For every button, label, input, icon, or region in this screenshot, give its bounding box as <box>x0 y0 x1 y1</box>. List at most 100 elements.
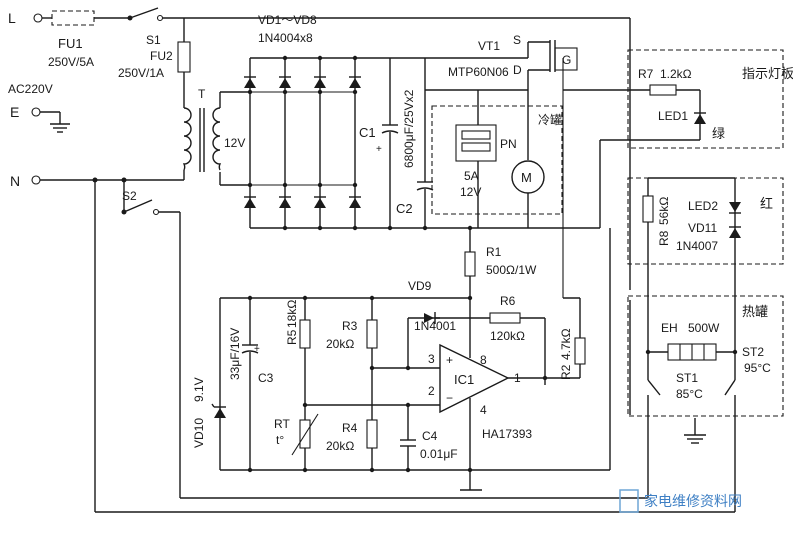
vt1-part: MTP60N06 <box>448 65 509 79</box>
r8-value: 56kΩ <box>657 197 671 225</box>
fu1-fuse <box>51 10 95 26</box>
r5-resistor <box>299 319 311 349</box>
fan-spec2: 12V <box>460 185 481 199</box>
rectifier-diodes <box>244 58 361 228</box>
c1-value: 6800μF/25Vx2 <box>402 89 416 168</box>
s1-switch <box>129 7 159 19</box>
vd10-zener <box>214 408 226 418</box>
r7-label: R7 <box>638 67 654 81</box>
r8-label: R8 <box>657 230 671 246</box>
vt1-label: VT1 <box>478 39 500 53</box>
r3-resistor <box>366 319 378 349</box>
r3-value: 20kΩ <box>326 337 354 351</box>
c3-value: 33μF/16V <box>228 328 242 380</box>
c1-plus: + <box>376 144 382 155</box>
s1-label: S1 <box>146 33 161 47</box>
hot-tank-label: 热罐 <box>742 304 768 319</box>
pin4-label: 4 <box>480 403 487 417</box>
r1-label: R1 <box>486 245 502 259</box>
indicator-board-label: 指示灯板 <box>742 66 793 81</box>
r1-value: 500Ω/1W <box>486 263 537 277</box>
L-terminal <box>33 13 43 23</box>
ac-label: AC220V <box>8 82 53 96</box>
t-label: T <box>198 87 206 101</box>
vt1-g: G <box>562 53 571 67</box>
r3-label: R3 <box>342 319 358 333</box>
st2-switch <box>724 379 736 396</box>
st1-label: ST1 <box>676 371 698 385</box>
c3-label: C3 <box>258 371 274 385</box>
ic1-minus: − <box>446 391 453 405</box>
pn-label: PN <box>500 137 517 151</box>
st2-value: 95°C <box>744 361 771 375</box>
vd10-label: VD10 <box>192 418 206 448</box>
r4-resistor <box>366 419 378 449</box>
vt1-mosfet <box>390 40 578 90</box>
vt1-d: D <box>513 63 522 77</box>
ic1-label: IC1 <box>454 372 474 387</box>
r7-value: 1.2kΩ <box>660 67 692 81</box>
fu1-rating: 250V/5A <box>48 55 94 69</box>
r5-label: R5 <box>285 329 299 345</box>
vd-range-label: VD1～VD8 <box>258 13 317 27</box>
transformer-secondary <box>212 107 222 171</box>
eh-label: EH <box>661 321 678 335</box>
red-label: 红 <box>760 196 773 211</box>
motor-label: M <box>521 170 532 185</box>
ic1-part: HA17393 <box>482 427 532 441</box>
c2-label: C2 <box>396 201 413 216</box>
r2-label: R2 <box>559 364 573 380</box>
st2-label: ST2 <box>742 345 764 359</box>
ic1-plus: + <box>446 353 453 367</box>
vd11-diode <box>729 228 741 238</box>
c4-label: C4 <box>422 429 438 443</box>
s2-label: S2 <box>122 189 137 203</box>
st1-value: 85°C <box>676 387 703 401</box>
r4-label: R4 <box>342 421 358 435</box>
green-label: 绿 <box>712 126 725 141</box>
r6-label: R6 <box>500 294 516 308</box>
led1-label: LED1 <box>658 109 688 123</box>
pin8-label: 8 <box>480 353 487 367</box>
s2-switch <box>123 199 153 213</box>
led2-label: LED2 <box>688 199 718 213</box>
ic1-comparator <box>439 343 510 414</box>
c3-plus: + <box>254 344 260 355</box>
E-terminal <box>31 107 41 117</box>
vd9-label: VD9 <box>408 279 432 293</box>
st1-switch <box>647 379 661 396</box>
L-label: L <box>8 10 16 26</box>
vd10-value: 9.1V <box>192 377 206 402</box>
cold-tank-box <box>431 105 563 215</box>
vt1-s: S <box>513 33 521 47</box>
led2 <box>729 202 741 212</box>
watermark: 家电维修资料网 <box>619 489 742 513</box>
pin3-label: 3 <box>428 352 435 366</box>
t-voltage: 12V <box>224 136 245 150</box>
fu2-label: FU2 <box>150 49 173 63</box>
fu2-fuse <box>177 41 191 73</box>
vd9-diode <box>424 313 434 323</box>
transformer-primary <box>182 107 192 171</box>
r4-value: 20kΩ <box>326 439 354 453</box>
c1-label: C1 <box>359 125 376 140</box>
r6-value: 120kΩ <box>490 329 525 343</box>
c4-value: 0.01μF <box>420 447 458 461</box>
rt-t: t° <box>276 433 284 447</box>
watermark-text: 家电维修资料网 <box>644 493 742 509</box>
r8-resistor <box>642 195 654 223</box>
N-terminal <box>31 175 41 185</box>
fan-spec1: 5A <box>464 169 479 183</box>
peltier-pn <box>455 124 497 162</box>
cold-tank-label: 冷罐 <box>538 113 562 127</box>
hot-tank-box <box>627 295 784 417</box>
indicator-board-box <box>627 49 784 149</box>
eh-value: 500W <box>688 321 720 335</box>
rt-label: RT <box>274 417 290 431</box>
led1 <box>694 114 706 124</box>
r1-resistor <box>464 251 476 277</box>
r6-resistor <box>489 312 521 324</box>
pin2-label: 2 <box>428 384 435 398</box>
